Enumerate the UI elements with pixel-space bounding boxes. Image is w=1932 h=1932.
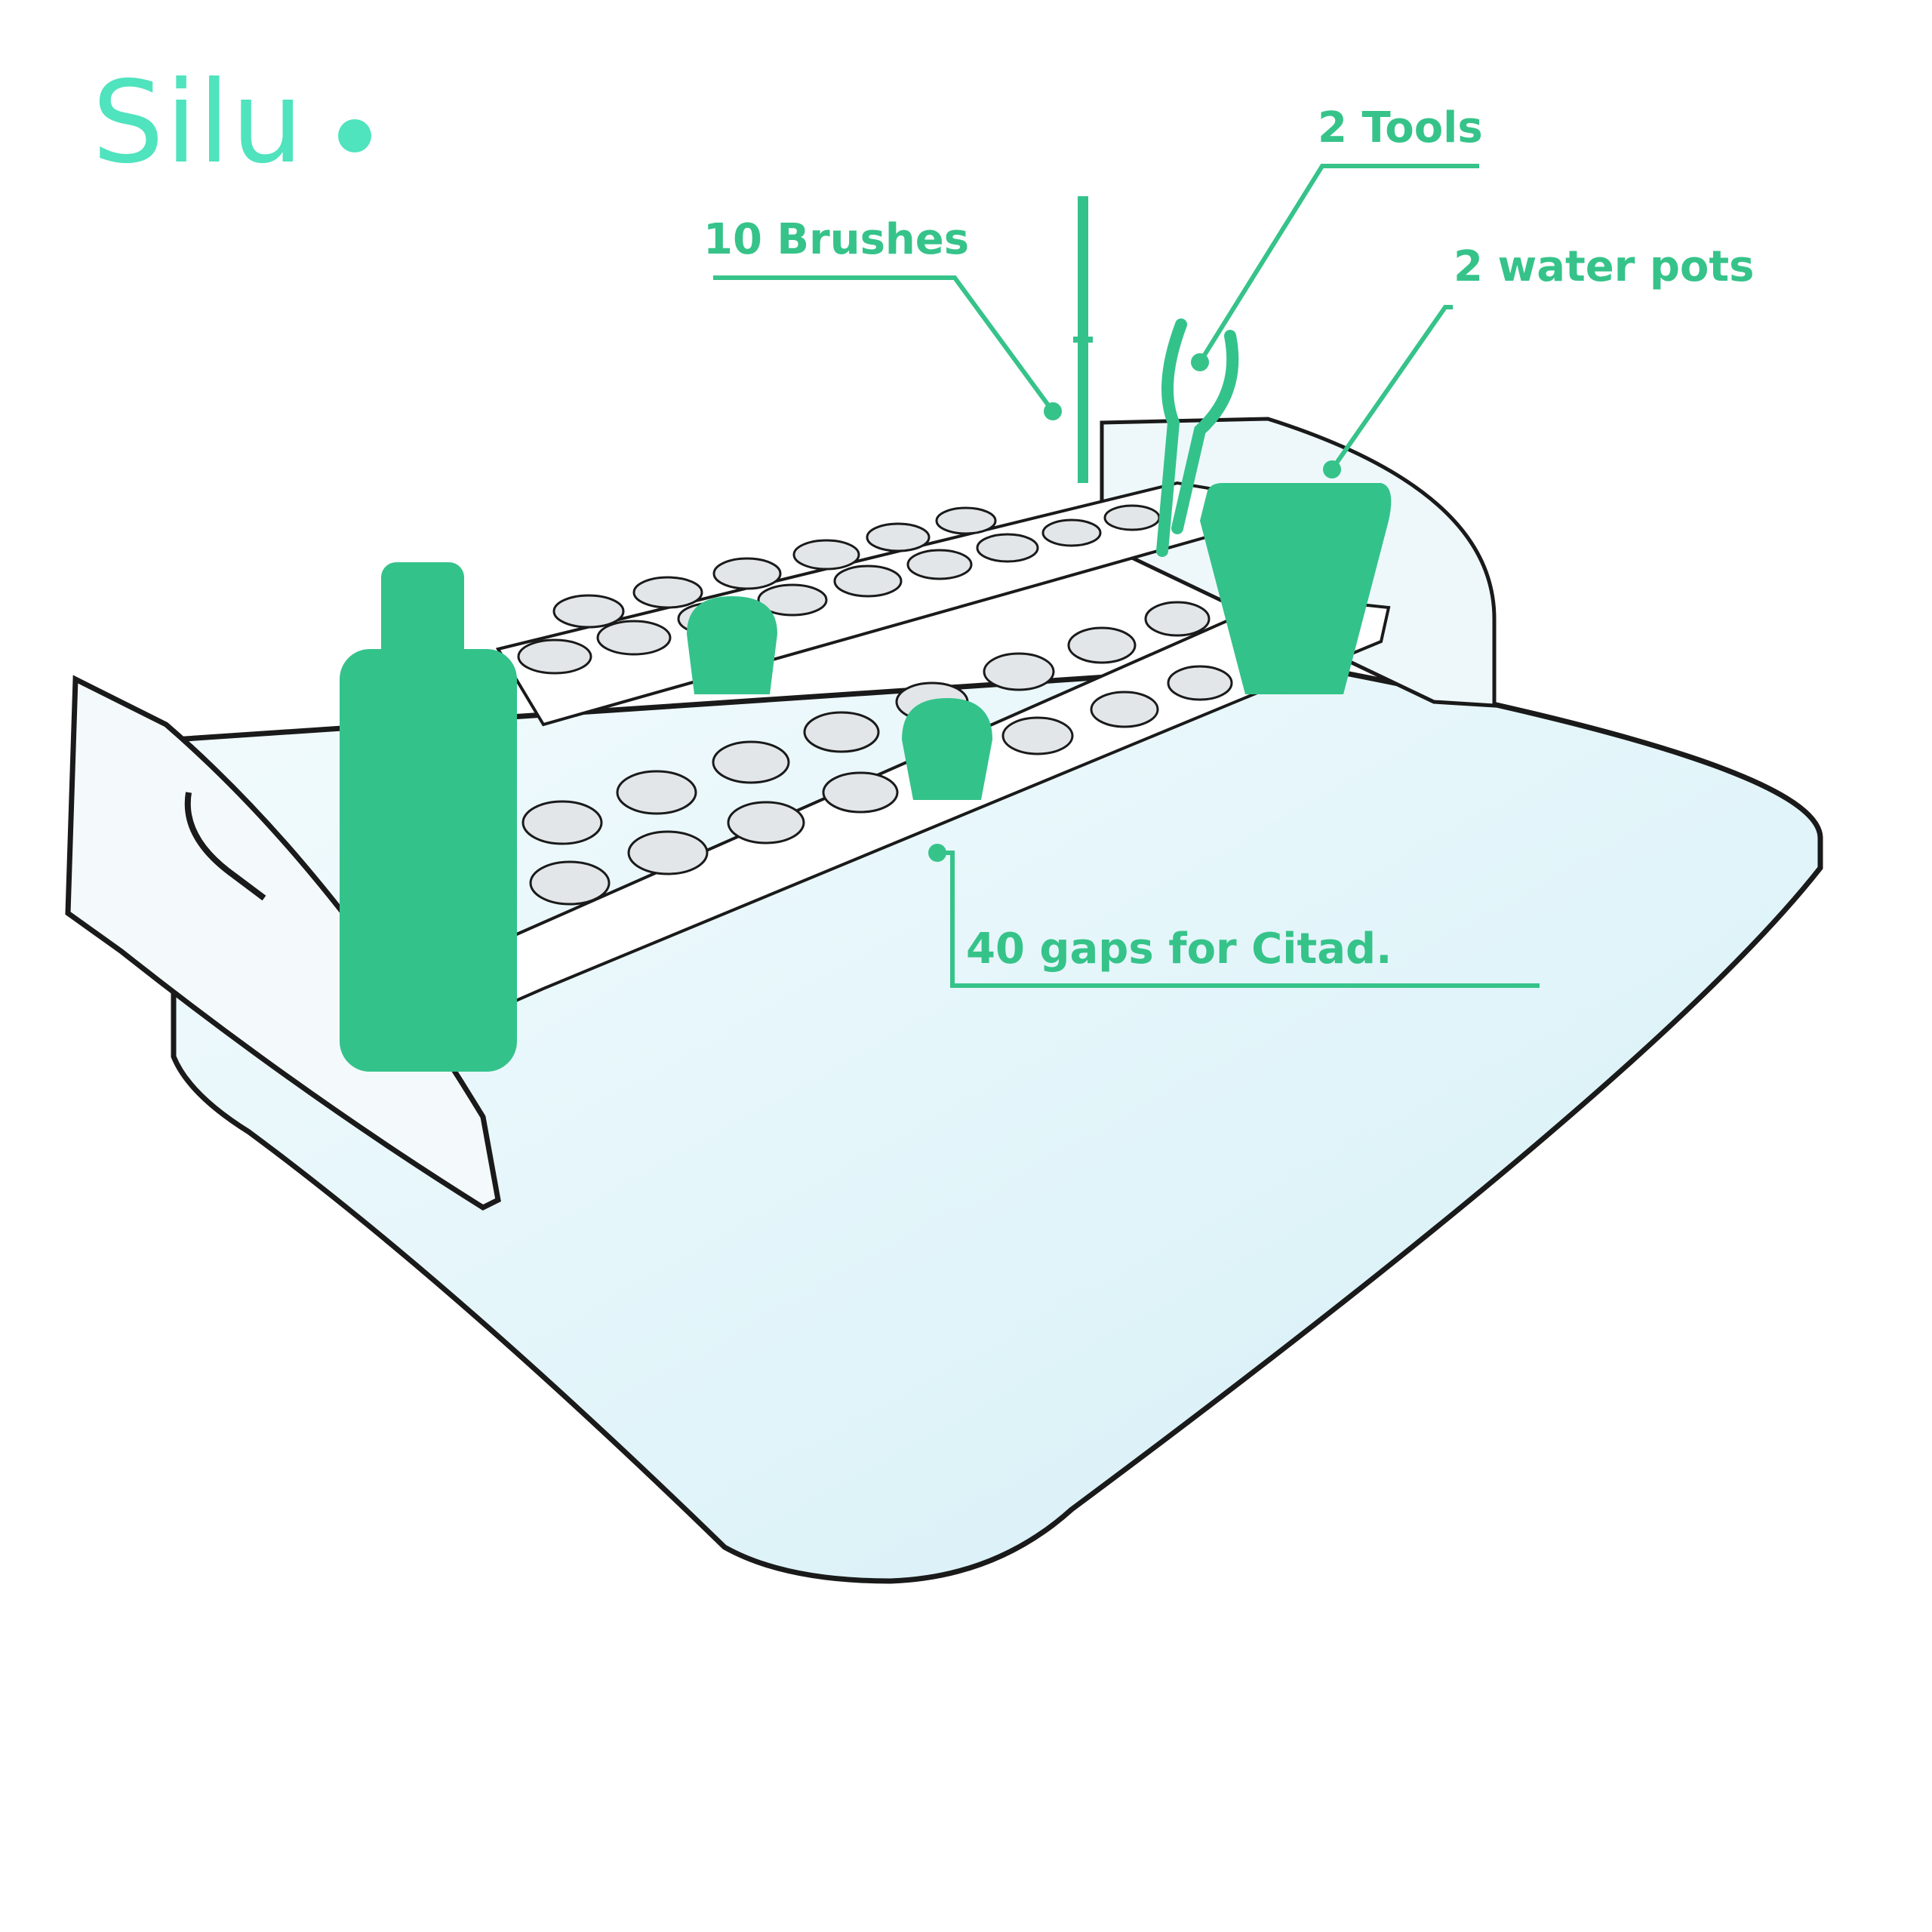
paint-bottle-large <box>340 562 517 1072</box>
tools <box>1156 318 1239 557</box>
left-panel-handle <box>184 792 266 901</box>
logo-dot-icon <box>338 119 371 152</box>
brush <box>1073 196 1093 483</box>
callout-tools: 2 Tools <box>1318 103 1483 152</box>
paint-pot-upper <box>687 596 777 694</box>
water-pot <box>1200 483 1392 694</box>
callout-gaps: 40 gaps for Citad. <box>966 924 1392 974</box>
paint-pot-lower <box>902 698 992 800</box>
lower-shelf-holes <box>521 601 1233 906</box>
upper-shelf-holes <box>517 504 1161 675</box>
brand-logo: Silu <box>92 57 305 189</box>
callout-brushes: 10 Brushes <box>703 215 970 264</box>
left-side-panel <box>65 675 501 1211</box>
callout-dots <box>928 353 1341 862</box>
callout-water-pots: 2 water pots <box>1454 242 1755 291</box>
